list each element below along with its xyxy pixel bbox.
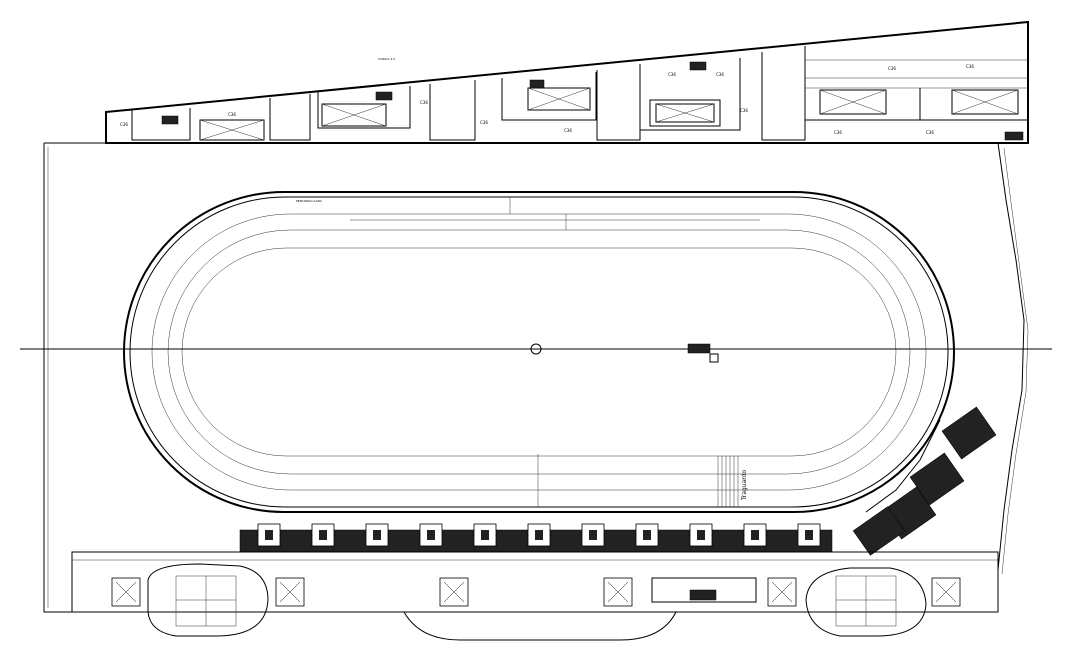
upper-building: CORSIA 3,5 [105,20,1029,144]
stair-core [603,577,633,607]
angled-stands [852,406,997,556]
stand-entrance [365,523,389,547]
room-labels: C36 C36 C36 C36 C36 C36 C36 C36 C36 C36 … [120,64,974,135]
lower-building [71,551,999,641]
stand-entrance [419,523,443,547]
north-note: CORSIA 3,5 [378,57,395,61]
stand-entrance [311,523,335,547]
track-note: PERCORSO GARA [296,199,323,203]
room-label: C36 [480,120,488,125]
stair-core [111,577,141,607]
room-label: C36 [926,130,934,135]
stair-core [767,577,797,607]
stand-entrance [581,523,605,547]
stand-entrance [797,523,821,547]
stand-entrance [257,523,281,547]
main-grandstand [239,523,833,553]
stand-entrance [527,523,551,547]
stand-entrance [635,523,659,547]
room-label: C36 [564,128,572,133]
running-track: Traguardo PERCORSO GARA [20,191,1052,513]
stand-entrance [689,523,713,547]
finish-label: Traguardo [741,470,748,501]
stair-core [931,577,961,607]
stand-entrance [473,523,497,547]
stair-core [275,577,305,607]
room-label: C36 [888,66,896,71]
stair-core [439,577,469,607]
room-label: C36 [966,64,974,69]
stand-entrance [743,523,767,547]
room-label: C36 [420,100,428,105]
room-label: C36 [228,112,236,117]
room-label: C36 [834,130,842,135]
room-label: C36 [120,122,128,127]
site-boundary [43,142,1029,613]
room-label: C36 [668,72,676,77]
room-label: C36 [716,72,724,77]
room-label: C36 [740,108,748,113]
